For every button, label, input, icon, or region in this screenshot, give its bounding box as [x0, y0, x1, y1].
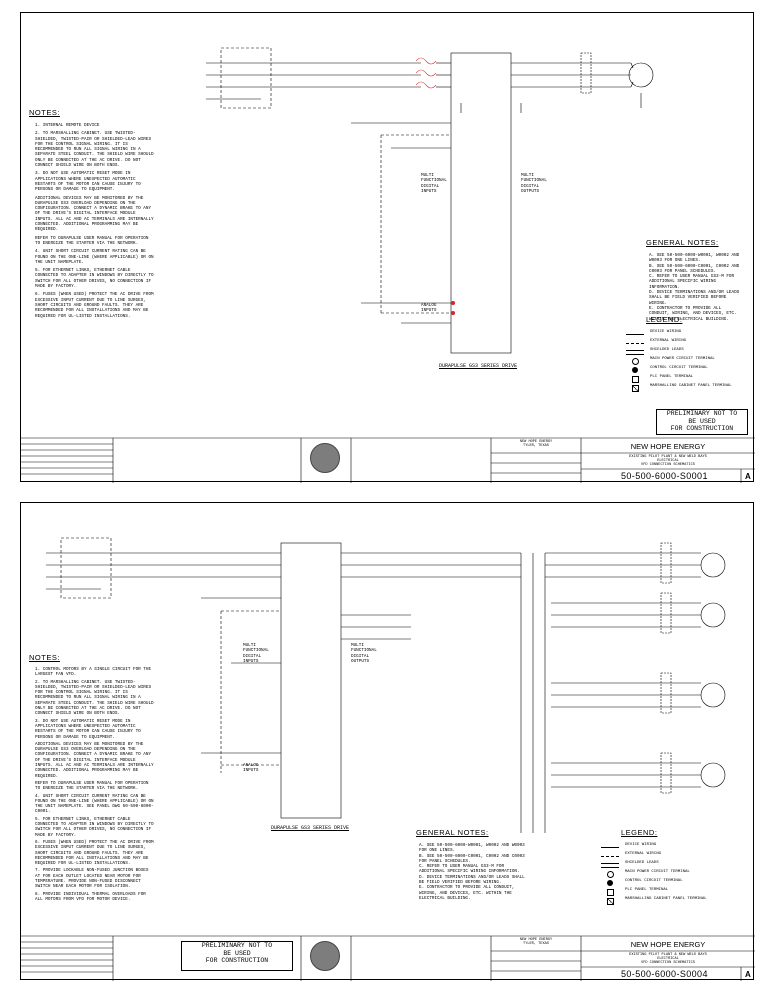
client-name: NEW HOPE ENERGY [630, 442, 706, 451]
note-item: 3. DO NOT USE AUTOMATIC RESET MODE IN AP… [35, 171, 144, 193]
note-item: 4. UNIT SHORT CIRCUIT CURRENT RATING CAN… [35, 793, 157, 815]
legend-heading: LEGEND: [646, 315, 683, 324]
preliminary-stamp: PRELIMINARY NOT TO BE USED FOR CONSTRUCT… [181, 941, 293, 971]
note-item: REFER TO DURAPULSE USER MANUAL FOR OPERA… [35, 235, 152, 246]
analog-inputs-label: ANALOG INPUTS [421, 303, 437, 314]
mod-inputs-label: MULTI FUNCTIONAL DIGITAL INPUTS [243, 643, 269, 664]
legend-item: EXTERNAL WIRING [601, 852, 751, 861]
drawing-number: 50-500-6000-S0001 [621, 471, 708, 481]
schematic-sheet-2 [21, 537, 755, 981]
drawing-sheet-2: NOTES: 1. CONTROL MOTORS BY A SINGLE CIR… [20, 502, 755, 981]
company-logo [310, 443, 340, 473]
general-note: C. REFER TO USER MANUAL GS3-M FOR ADDITI… [419, 864, 520, 875]
note-item: 2. TO MARSHALLING CABINET. USE TWISTED-S… [35, 131, 157, 169]
note-item: 4. UNIT SHORT CIRCUIT CURRENT RATING CAN… [35, 249, 157, 265]
preliminary-stamp: PRELIMINARY NOT TO BE USED FOR CONSTRUCT… [656, 409, 748, 435]
notes-list: 1. INTERNAL REMOTE DEVICE 2. TO MARSHALL… [35, 123, 155, 319]
legend-item: CONTROL CIRCUIT TERMINAL [601, 879, 751, 888]
legend-item: EXTERNAL WIRING [626, 339, 751, 348]
note-item: 3. DO NOT USE AUTOMATIC RESET MODE IN AP… [35, 718, 144, 740]
legend-item: MAIN POWER CIRCUIT TERMINAL [601, 870, 751, 879]
project-title: EXISTING PILOT PLANT & NEW WELD BAYS ELE… [629, 455, 707, 468]
client-location: NEW HOPE ENERGY TYLER, TEXAS [519, 440, 553, 449]
note-item: 8. PROVIDE INDIVIDUAL THERMAL OVERLOADS … [35, 891, 149, 902]
legend-item: PLC PANEL TERMINAL [626, 375, 751, 384]
note-item: 6. FUSES (WHEN USED) PROTECT THE AC DRIV… [35, 839, 157, 867]
note-item: 5. FOR ETHERNET LINKS, ETHERNET CABLE CO… [35, 268, 157, 290]
general-notes-list: A. SEE 50-500-6000-W0001, W0002 AND W000… [419, 843, 531, 901]
mod-outputs-label: MULTI FUNCTIONAL DIGITAL OUTPUTS [521, 173, 547, 194]
drive-title: DURAPULSE GS3 SERIES DRIVE [271, 825, 350, 831]
notes-list: 1. CONTROL MOTORS BY A SINGLE CIRCUIT FO… [35, 667, 155, 902]
general-note: D. DEVICE TERMINATIONS AND/OR LEADS SHAL… [649, 290, 742, 306]
schematic-sheet-1 [21, 47, 755, 483]
general-note: E. CONTRACTOR TO PROVIDE ALL CONDUIT, WI… [419, 885, 518, 901]
legend-item: CONTROL CIRCUIT TERMINAL [626, 366, 751, 375]
general-notes-heading: GENERAL NOTES: [646, 238, 719, 247]
general-note: E. CONTRACTOR TO PROVIDE ALL CONDUIT, WI… [649, 305, 740, 322]
general-note: C. REFER TO USER MANUAL GS3-M FOR ADDITI… [649, 274, 737, 290]
note-item: 5. FOR ETHERNET LINKS, ETHERNET CABLE CO… [35, 816, 157, 838]
legend-item: MARSHALLING CABINET PANEL TERMINAL [626, 384, 751, 393]
note-item: ADDITIONAL DEVICES MAY BE MONITORED BY T… [35, 741, 157, 779]
general-note: A. SEE 50-500-6000-W0001, W0002 AND W000… [419, 843, 528, 854]
client-name: NEW HOPE ENERGY [630, 940, 706, 949]
note-item: 1. CONTROL MOTORS BY A SINGLE CIRCUIT FO… [35, 667, 154, 678]
legend-item: DEVICE WIRING [626, 330, 751, 339]
legend-item: MARSHALLING CABINET PANEL TERMINAL [601, 897, 751, 906]
analog-inputs-label: ANALOG INPUTS [243, 763, 259, 774]
revision: A [745, 970, 751, 979]
legend: DEVICE WIRING EXTERNAL WIRING SHIELDED L… [601, 843, 751, 906]
note-item: ADDITIONAL DEVICES MAY BE MONITORED BY T… [35, 195, 157, 233]
revision: A [745, 472, 751, 481]
legend-item: PLC PANEL TERMINAL [601, 888, 751, 897]
mod-inputs-label: MULTI FUNCTIONAL DIGITAL INPUTS [421, 173, 447, 194]
drawing-number: 50-500-6000-S0004 [621, 969, 708, 979]
note-item: 6. FUSES (WHEN USED) PROTECT THE AC DRIV… [35, 292, 157, 319]
general-note: B. SEE 50-500-6000-C0001, C0002 AND C000… [419, 853, 528, 864]
legend-heading: LEGEND: [621, 828, 658, 837]
client-location: NEW HOPE ENERGY TYLER, TEXAS [519, 938, 553, 947]
note-item: 1. INTERNAL REMOTE DEVICE [35, 123, 100, 128]
note-item: REFER TO DURAPULSE USER MANUAL FOR OPERA… [35, 780, 152, 792]
drawing-sheet-1: NOTES: 1. INTERNAL REMOTE DEVICE 2. TO M… [20, 12, 755, 483]
general-note: B. SEE 50-500-6000-C0001, C0002 AND C000… [649, 263, 742, 274]
general-notes-heading: GENERAL NOTES: [416, 828, 489, 837]
notes-heading: NOTES: [29, 653, 60, 662]
general-note: D. DEVICE TERMINATIONS AND/OR LEADS SHAL… [419, 874, 528, 886]
legend-item: SHIELDED LEADS [626, 348, 751, 357]
legend-item: DEVICE WIRING [601, 843, 751, 852]
legend-item: SHIELDED LEADS [601, 861, 751, 870]
note-item: 2. TO MARSHALLING CABINET. USE TWISTED-S… [35, 679, 157, 717]
project-title: EXISTING PILOT PLANT & NEW WELD BAYS ELE… [629, 953, 707, 966]
drive-title: DURAPULSE GS3 SERIES DRIVE [439, 363, 518, 369]
notes-heading: NOTES: [29, 108, 60, 117]
legend: DEVICE WIRING EXTERNAL WIRING SHIELDED L… [626, 330, 751, 393]
mod-outputs-label: MULTI FUNCTIONAL DIGITAL OUTPUTS [351, 643, 377, 664]
general-notes-list: A. SEE 50-500-6000-W0001, W0002 AND W000… [649, 253, 744, 322]
note-item: 7. PROVIDE LOCKABLE NON-FUSED JUNCTION B… [35, 868, 152, 890]
general-note: A. SEE 50-500-6000-W0001, W0002 AND W000… [649, 253, 742, 264]
legend-item: MAIN POWER CIRCUIT TERMINAL [626, 357, 751, 366]
company-logo [310, 941, 340, 971]
